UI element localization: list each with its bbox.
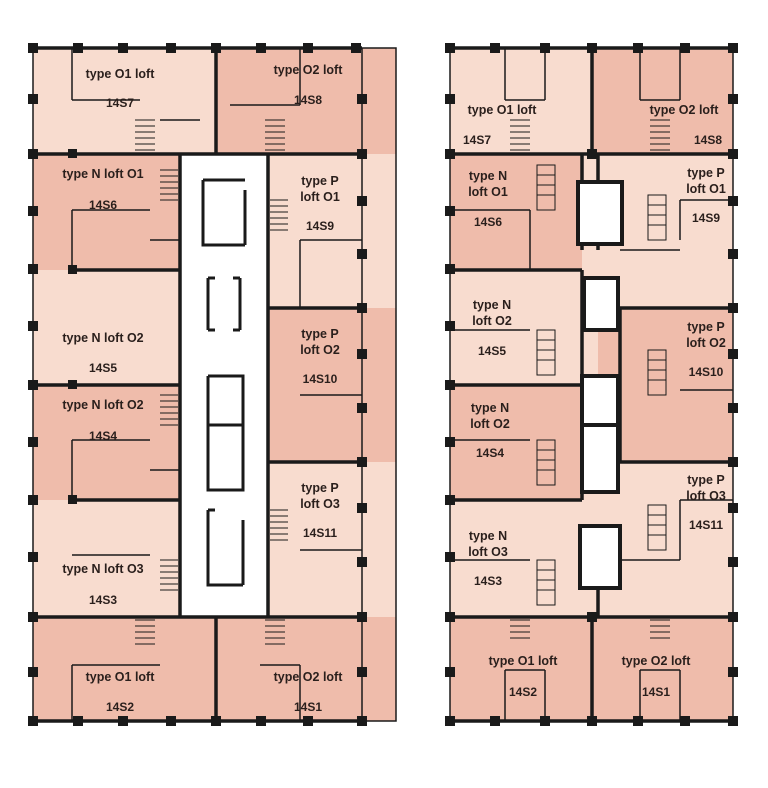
unit-number: 14S7 (462, 133, 492, 147)
unit-number: 14S2 (105, 700, 135, 714)
elevator-shaft (582, 276, 620, 332)
unit-type-label: type N loft O3 (468, 529, 508, 559)
unit-number: 14S8 (293, 93, 323, 107)
unit-type-label: type N loft O1 (468, 169, 508, 199)
unit-type-label: type O1 loft (488, 654, 558, 668)
unit-type-label: type N loft O3 (62, 562, 144, 576)
unit-number: 14S7 (105, 96, 135, 110)
unit-number: 14S10 (688, 365, 724, 379)
unit-area-r-14S8 (592, 48, 733, 154)
unit-number: 14S11 (688, 518, 724, 532)
unit-area-14S9 (268, 154, 396, 308)
unit-number: 14S9 (305, 219, 335, 233)
unit-type-label: type O1 loft (85, 670, 155, 684)
unit-type-label: type N loft O2 (62, 331, 144, 345)
unit-type-label: type P loft O3 (300, 481, 340, 511)
unit-area-r-14S1 (592, 617, 733, 721)
unit-number: 14S8 (693, 133, 723, 147)
unit-number: 14S1 (641, 685, 671, 699)
unit-area-r-14S4 (450, 385, 582, 500)
elevator-shaft (578, 524, 622, 590)
elevator-shaft (576, 180, 624, 246)
unit-area-14S6 (33, 154, 180, 270)
unit-number: 14S6 (88, 198, 118, 212)
unit-area-14S3 (33, 500, 180, 617)
unit-number: 14S2 (508, 685, 538, 699)
elevator-shaft (580, 374, 620, 494)
unit-type-label: type O2 loft (649, 103, 719, 117)
unit-area-r-14S2 (450, 617, 592, 721)
unit-type-label: type N loft O2 (62, 398, 144, 412)
unit-area-14S11 (268, 462, 396, 617)
unit-number: 14S9 (691, 211, 721, 225)
core-left (180, 154, 268, 617)
unit-number: 14S11 (302, 526, 338, 540)
unit-number: 14S4 (88, 429, 118, 443)
unit-number: 14S6 (473, 215, 503, 229)
unit-number: 14S5 (88, 361, 118, 375)
unit-type-label: type O1 loft (467, 103, 537, 117)
unit-area-14S2 (33, 617, 216, 721)
unit-type-label: type O1 loft (85, 67, 155, 81)
unit-area-14S10 (268, 308, 396, 462)
unit-number: 14S5 (477, 344, 507, 358)
unit-area-14S4 (33, 385, 180, 500)
unit-number: 14S3 (473, 574, 503, 588)
unit-area-r-14S5 (450, 270, 582, 385)
unit-type-label: type N loft O1 (62, 167, 144, 181)
unit-area-r-14S6 (450, 154, 582, 270)
unit-area-14S7 (33, 48, 216, 154)
right-floor-plan (445, 43, 738, 726)
unit-number: 14S10 (302, 372, 338, 386)
left-floor-plan (28, 43, 397, 726)
unit-type-label: type O2 loft (621, 654, 691, 668)
unit-type-label: type O2 loft (273, 670, 343, 684)
unit-type-label: type P loft O2 (300, 327, 340, 357)
unit-area-r-14S7 (450, 48, 592, 154)
unit-type-label: type O2 loft (273, 63, 343, 77)
unit-type-label: type P loft O1 (300, 174, 340, 204)
unit-area-14S5 (33, 270, 180, 385)
unit-number: 14S1 (293, 700, 323, 714)
unit-type-label: type N loft O2 (470, 401, 510, 431)
unit-type-label: type N loft O2 (472, 298, 512, 328)
unit-area-r-14S3 (450, 500, 582, 617)
unit-type-label: type P loft O1 (686, 166, 726, 196)
unit-number: 14S3 (88, 593, 118, 607)
unit-type-label: type P loft O3 (686, 473, 726, 503)
unit-type-label: type P loft O2 (686, 320, 726, 350)
unit-number: 14S4 (475, 446, 505, 460)
